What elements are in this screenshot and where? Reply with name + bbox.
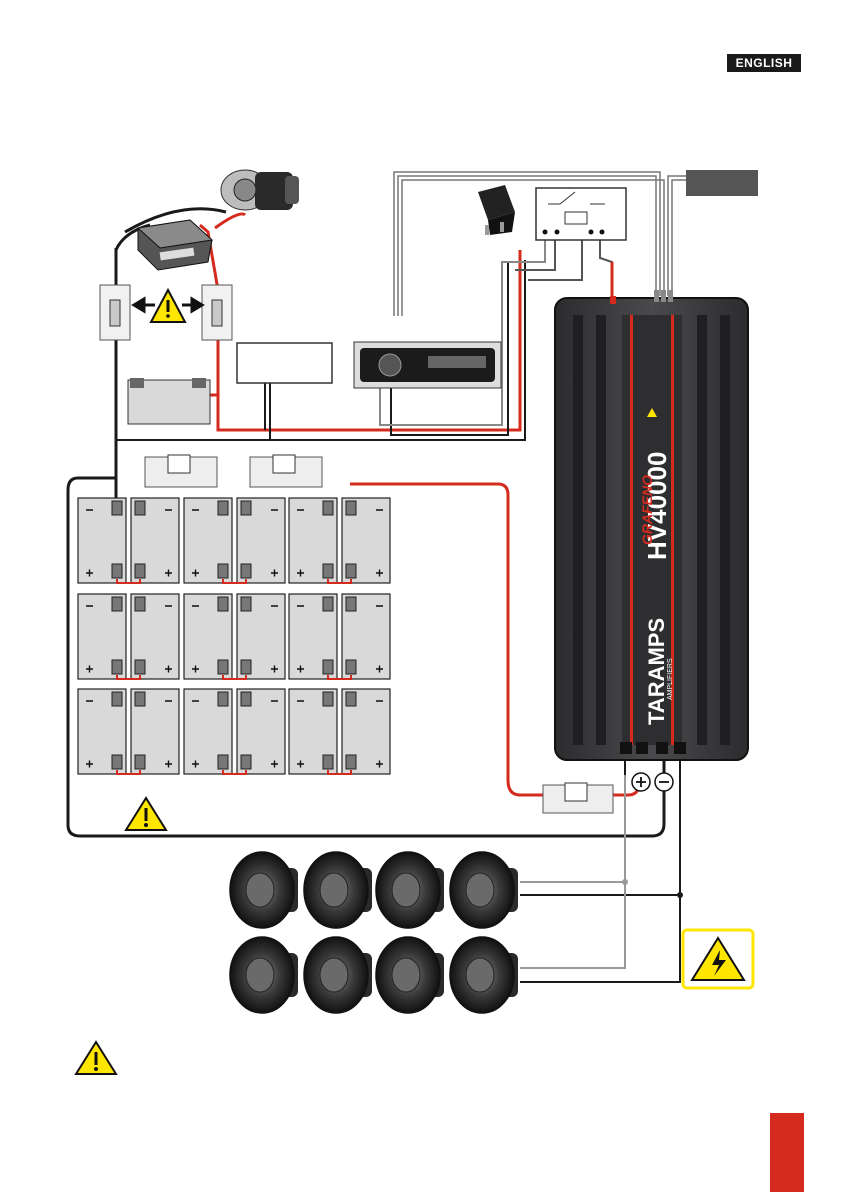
amplifier: HV40000 GRAFENO TARAMPS AMPLIFIERS <box>555 290 748 760</box>
speaker <box>450 852 518 928</box>
rca-output-box <box>686 170 758 196</box>
battery-cell <box>184 594 232 679</box>
fuse-holder-2 <box>250 455 322 487</box>
speaker <box>230 937 298 1013</box>
disconnect-switch-right <box>202 285 232 340</box>
battery-cell <box>237 689 285 774</box>
amp-polarity-markers <box>632 773 673 791</box>
aux-battery <box>128 378 210 424</box>
warning-triangle-icon-bank <box>126 798 166 830</box>
battery-cell <box>131 689 179 774</box>
warning-triangle-icon <box>151 290 185 322</box>
speaker <box>304 852 372 928</box>
speaker <box>376 852 444 928</box>
accessory-box <box>237 343 332 383</box>
relay-icon <box>478 185 515 235</box>
battery-cell <box>342 689 390 774</box>
battery-cell <box>342 594 390 679</box>
page-tab <box>770 1113 804 1192</box>
junction-pos <box>622 879 628 885</box>
alternator-icon <box>221 170 299 210</box>
relay-wires <box>515 240 612 300</box>
battery-bank <box>78 498 390 774</box>
speaker <box>450 937 518 1013</box>
disconnect-switch-left <box>100 285 130 340</box>
rca-output <box>668 176 686 296</box>
amplifier-edition: GRAFENO <box>639 475 655 545</box>
amplifier-brand: TARAMPS <box>644 618 669 725</box>
junction-neg <box>677 892 683 898</box>
relay-schematic <box>536 188 626 240</box>
head-unit <box>354 342 501 388</box>
speaker-array <box>230 852 518 1013</box>
speaker-wire-pos-1 <box>520 760 625 882</box>
battery-cell <box>131 498 179 583</box>
positive-wire-switch <box>218 250 520 430</box>
battery-cell <box>237 594 285 679</box>
warning-triangle-icon-footer <box>76 1042 116 1074</box>
battery-cell <box>237 498 285 583</box>
battery-cell <box>184 498 232 583</box>
speaker <box>304 937 372 1013</box>
battery-cell <box>78 689 126 774</box>
battery-cell <box>289 594 337 679</box>
speaker <box>230 852 298 928</box>
high-voltage-icon <box>683 930 753 988</box>
speaker <box>376 937 444 1013</box>
battery-cell <box>289 689 337 774</box>
amplifier-brand-sub: AMPLIFIERS <box>667 658 674 700</box>
battery-cell <box>342 498 390 583</box>
battery-cell <box>184 689 232 774</box>
fuse-holder-1 <box>145 455 217 487</box>
battery-cell <box>78 594 126 679</box>
battery-cell <box>131 594 179 679</box>
fuse-holder-amp <box>543 783 613 813</box>
battery-cell <box>78 498 126 583</box>
battery-cell <box>289 498 337 583</box>
